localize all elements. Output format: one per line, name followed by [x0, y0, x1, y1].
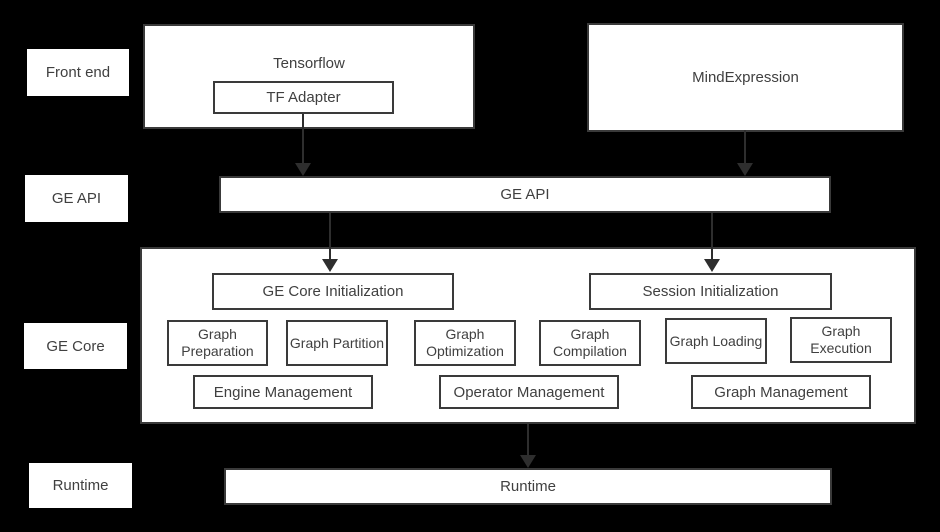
ge-core-box: GE Core Initialization Session Initializ…: [140, 247, 916, 424]
arrow-mindexpression-to-ge-api: [737, 130, 753, 176]
engine-management-box: Engine Management: [193, 375, 373, 409]
arrow-shaft: [711, 213, 713, 259]
ge-core-initialization-box: GE Core Initialization: [212, 273, 454, 310]
arrow-shaft: [527, 424, 529, 455]
session-initialization-box: Session Initialization: [589, 273, 832, 310]
layer-label-front-end: Front end: [27, 49, 129, 96]
graph-management-box: Graph Management: [691, 375, 871, 409]
graph-execution-box: Graph Execution: [790, 317, 892, 363]
arrow-tf-adapter-to-ge-api: [295, 114, 311, 176]
tensorflow-box: Tensorflow TF Adapter: [143, 24, 475, 129]
arrow-head-icon: [295, 163, 311, 176]
operator-management-box: Operator Management: [439, 375, 619, 409]
ge-api-bar: GE API: [219, 176, 831, 213]
layer-label-ge-api: GE API: [25, 175, 128, 222]
graph-loading-box: Graph Loading: [665, 318, 767, 364]
graph-preparation-box: Graph Preparation: [167, 320, 268, 366]
arrow-head-icon: [737, 163, 753, 176]
arrow-ge-api-to-session-init: [704, 213, 720, 272]
graph-optimization-box: Graph Optimization: [414, 320, 516, 366]
graph-partition-box: Graph Partition: [286, 320, 388, 366]
tf-adapter-box: TF Adapter: [213, 81, 394, 114]
graph-compilation-box: Graph Compilation: [539, 320, 641, 366]
runtime-bar: Runtime: [224, 468, 832, 505]
arrow-head-icon: [704, 259, 720, 272]
tensorflow-title: Tensorflow: [273, 55, 345, 72]
arrow-shaft: [744, 130, 746, 163]
arrow-head-icon: [520, 455, 536, 468]
arrow-ge-core-to-runtime: [520, 424, 536, 468]
layer-label-ge-core: GE Core: [24, 323, 127, 369]
layer-label-runtime: Runtime: [29, 463, 132, 508]
mindexpression-box: MindExpression: [587, 23, 904, 132]
arrow-shaft: [329, 213, 331, 259]
arrow-head-icon: [322, 259, 338, 272]
arrow-shaft: [302, 114, 304, 163]
arrow-ge-api-to-ge-core-init: [322, 213, 338, 272]
